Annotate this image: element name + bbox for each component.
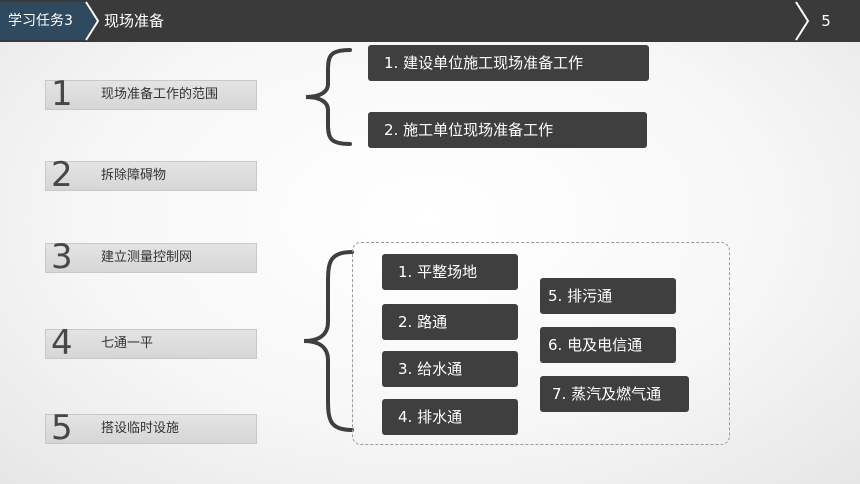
list-item-label: 建立测量控制网 [101,250,193,265]
list-item-number: 1 [51,74,73,114]
list-item-number: 2 [51,155,73,195]
link-box-water-supply[interactable]: 3. 给水通 [382,351,518,387]
list-item-label: 七通一平 [101,336,154,351]
header-bar: 学习任务3 现场准备 5 [0,0,860,42]
scope-box-construction-unit[interactable]: 1. 建设单位施工现场准备工作 [368,45,649,81]
list-item-number: 5 [51,408,73,448]
list-item-number: 4 [51,323,73,363]
list-item-4[interactable]: 4 七通一平 [45,323,257,363]
list-item-number: 3 [51,237,73,277]
page-number: 5 [821,12,831,30]
list-item-box [45,243,257,273]
link-box-drainage[interactable]: 4. 排水通 [382,399,518,435]
link-box-power-telecom[interactable]: 6. 电及电信通 [540,327,676,363]
list-item-5[interactable]: 5 搭设临时设施 [45,408,257,448]
scope-box-contractor[interactable]: 2. 施工单位现场准备工作 [368,112,647,148]
list-item-box [45,161,257,191]
list-item-label: 搭设临时设施 [101,421,180,436]
list-item-box [45,80,257,110]
task-label: 学习任务3 [8,13,73,29]
header-background [0,0,860,42]
brace-upper [305,48,352,146]
link-box-sewage[interactable]: 5. 排污通 [540,278,676,314]
link-box-road[interactable]: 2. 路通 [382,304,518,340]
list-item-3[interactable]: 3 建立测量控制网 [45,237,257,277]
list-item-label: 现场准备工作的范围 [101,87,219,102]
link-box-site-leveling[interactable]: 1. 平整场地 [382,254,518,290]
link-box-steam-gas[interactable]: 7. 蒸汽及燃气通 [540,376,689,412]
seven-links-container [352,242,730,445]
page-title: 现场准备 [104,12,165,30]
list-item-label: 拆除障碍物 [101,168,167,183]
list-item-2[interactable]: 2 拆除障碍物 [45,155,257,195]
list-item-1[interactable]: 1 现场准备工作的范围 [45,74,257,114]
list-item-box [45,414,257,444]
brace-lower [303,250,354,432]
list-item-box [45,329,257,359]
